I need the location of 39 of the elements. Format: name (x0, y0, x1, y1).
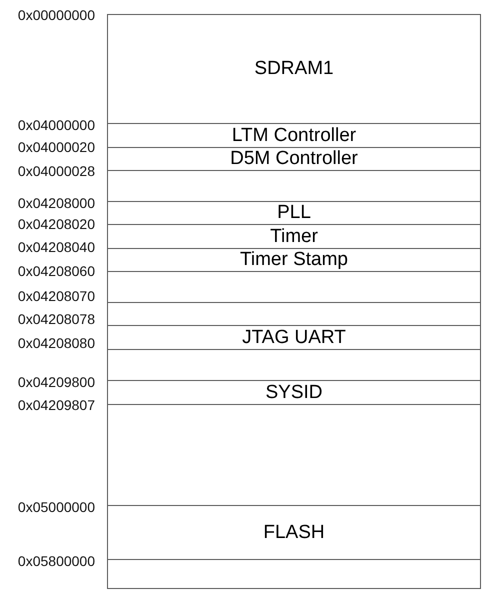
region-name: D5M Controller (230, 149, 358, 169)
memory-region (107, 505, 481, 560)
memory-region (107, 123, 481, 148)
memory-region (107, 380, 481, 405)
region-name: JTAG UART (242, 328, 346, 348)
address-label: 0x04208070 (18, 288, 95, 304)
region-name: SDRAM1 (254, 59, 334, 79)
address-label: 0x04209800 (18, 374, 95, 390)
address-label: 0x04208080 (18, 335, 95, 351)
region-name: SYSID (265, 382, 323, 402)
address-label: 0x04000000 (18, 117, 95, 133)
memory-region (107, 325, 481, 350)
memory-region (107, 271, 481, 303)
address-label: 0x04209807 (18, 397, 95, 413)
region-name: Timer Stamp (240, 250, 348, 270)
region-name: FLASH (263, 522, 325, 542)
address-label: 0x04208060 (18, 263, 95, 279)
address-label: 0x00000000 (18, 7, 95, 23)
address-label: 0x05800000 (18, 553, 95, 569)
memory-region (107, 349, 481, 381)
memory-region (107, 170, 481, 202)
region-name: Timer (270, 226, 318, 246)
memory-region (107, 224, 481, 249)
address-label: 0x04000028 (18, 163, 95, 179)
address-label: 0x04208040 (18, 239, 95, 255)
address-label: 0x04208078 (18, 311, 95, 327)
address-label: 0x04208020 (18, 216, 95, 232)
address-label: 0x04208000 (18, 195, 95, 211)
memory-region (107, 248, 481, 272)
memory-region (107, 404, 481, 506)
region-name: LTM Controller (232, 126, 356, 146)
memory-region (107, 147, 481, 171)
address-label: 0x04000020 (18, 139, 95, 155)
address-label: 0x05000000 (18, 499, 95, 515)
memory-region (107, 201, 481, 225)
memory-region (107, 14, 481, 124)
region-name: PLL (277, 203, 311, 223)
memory-region (107, 302, 481, 326)
memory-region (107, 559, 481, 589)
